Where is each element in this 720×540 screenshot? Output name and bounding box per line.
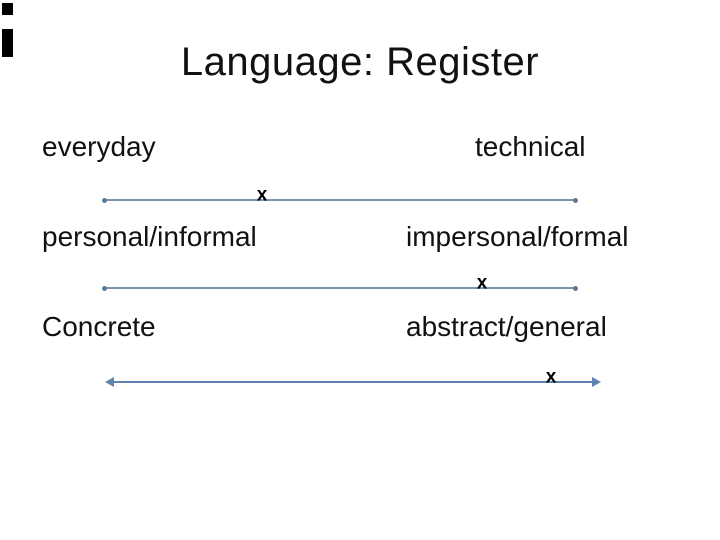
- line-endpoint-dot: [573, 197, 578, 203]
- line-endpoint-dot: [102, 285, 107, 291]
- scale1-right-label: technical: [475, 131, 586, 162]
- scale1-line: [102, 197, 578, 203]
- arrow-right-icon: [592, 377, 601, 387]
- scale2-x-marker: x: [476, 272, 488, 294]
- scale3-right-label: abstract/general: [406, 311, 607, 342]
- scale2-left-label: personal/informal: [42, 221, 257, 252]
- scale1-left-label: everyday: [42, 131, 156, 162]
- line-endpoint-dot: [102, 197, 107, 203]
- scale3-line: [105, 377, 601, 387]
- scale2-right-label: impersonal/formal: [406, 221, 629, 252]
- line-endpoint-dot: [573, 285, 578, 291]
- arrow-left-icon: [105, 377, 114, 387]
- slide-title: Language: Register: [180, 40, 540, 84]
- scale3-x-marker: x: [545, 366, 557, 388]
- scale2-line: [102, 285, 578, 291]
- scale1-x-marker: x: [256, 184, 268, 206]
- scale3-left-label: Concrete: [42, 311, 156, 342]
- slide-edge-artifact: [2, 29, 13, 57]
- slide-edge-artifact: [2, 3, 13, 15]
